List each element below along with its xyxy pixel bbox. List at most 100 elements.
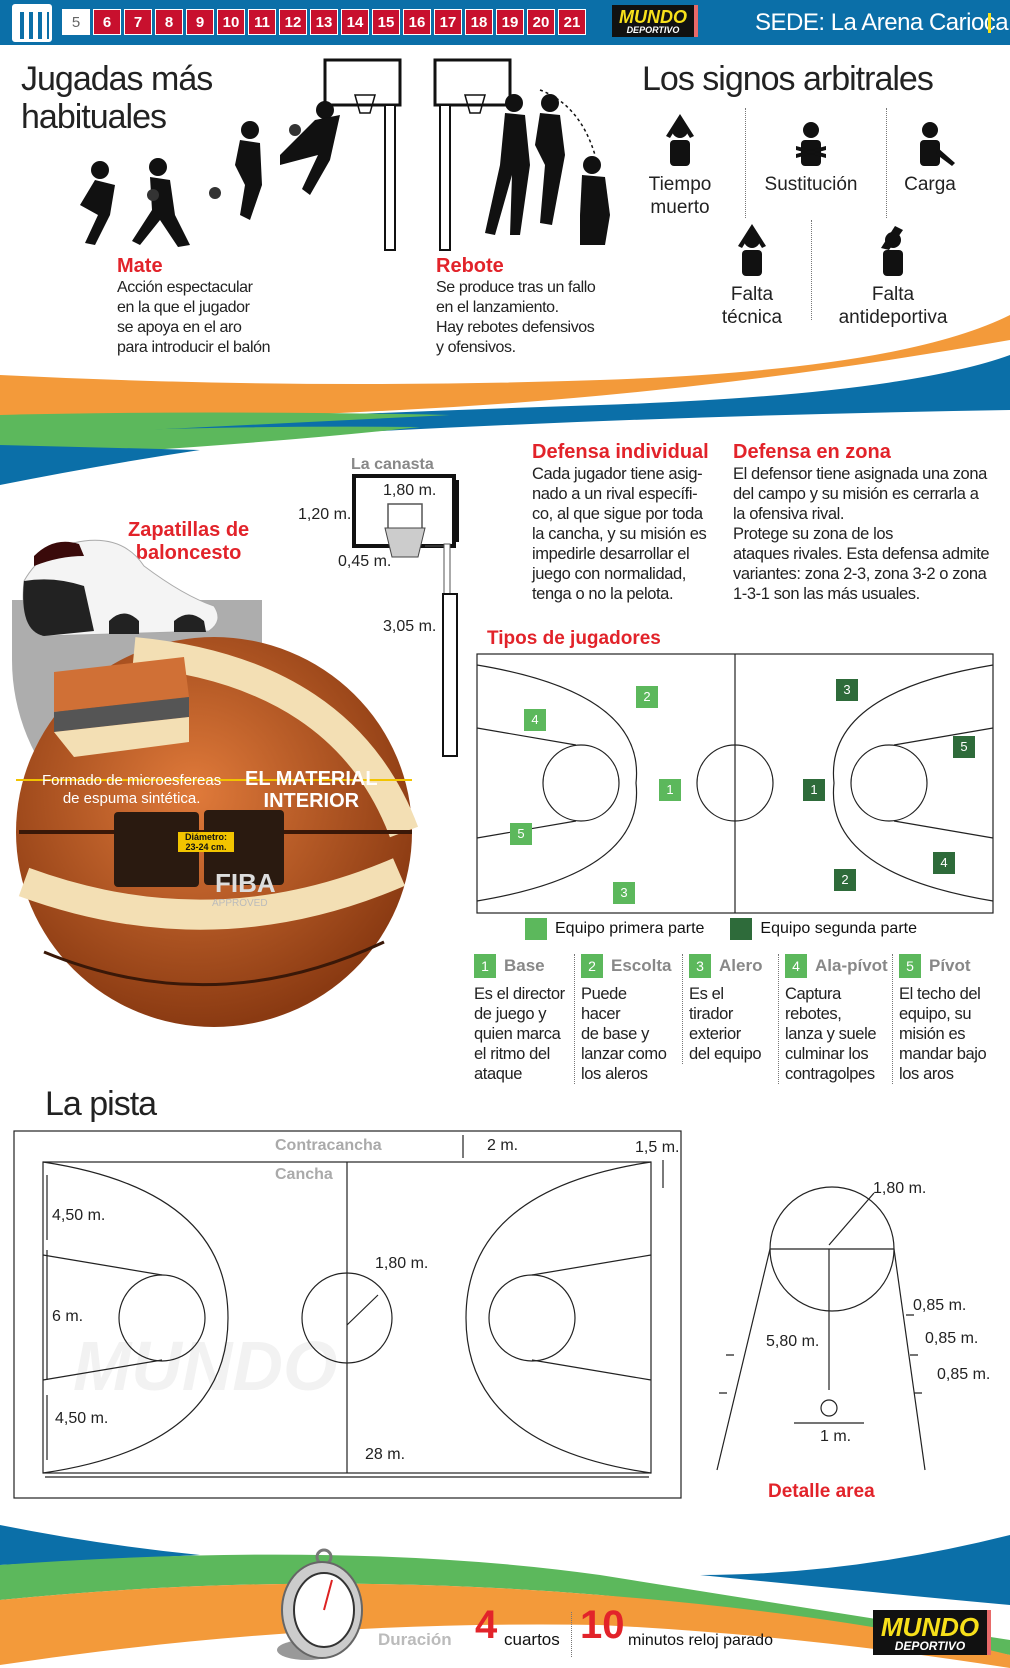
- day-20[interactable]: 20: [527, 9, 555, 35]
- venue-accent: [988, 13, 991, 33]
- day-15[interactable]: 15: [372, 9, 400, 35]
- day-17[interactable]: 17: [434, 9, 462, 35]
- text-line: rebotes,: [785, 1005, 842, 1023]
- text-line: variantes: zona 2-3, zona 3-2 o zona: [733, 565, 987, 583]
- day-12[interactable]: 12: [279, 9, 307, 35]
- area-depth-label: 5,80 m.: [766, 1333, 820, 1350]
- day-5[interactable]: 5: [62, 9, 90, 35]
- basket-hoops: [323, 58, 596, 251]
- area-circle-label: 1,80 m.: [873, 1180, 927, 1197]
- day-11[interactable]: 11: [248, 9, 276, 35]
- center-circle-label: 1,80 m.: [375, 1255, 429, 1272]
- dimension-label: 4,50 m.: [52, 1207, 106, 1224]
- diameter-label: Diámetro:: [184, 832, 227, 842]
- signal-item: Carga: [860, 108, 1000, 196]
- day-19[interactable]: 19: [496, 9, 524, 35]
- basket-title: La canasta: [351, 456, 434, 473]
- defense-text: Cada jugador tiene asig-nado a un rival …: [532, 464, 709, 604]
- fiba-approved: APPROVED: [212, 898, 268, 909]
- side-margin-label: 1,5 m.: [635, 1139, 680, 1156]
- text-line: los aleros: [581, 1065, 648, 1083]
- plays-illustration: [80, 58, 610, 251]
- signal-label: Sustitución: [764, 174, 858, 195]
- text-line: de base y: [581, 1025, 649, 1043]
- venue-label: SEDE: La Arena Carioca: [755, 9, 1009, 36]
- text-line: El defensor tiene asignada una zona: [733, 465, 987, 483]
- logo-top: MUNDO: [619, 7, 687, 27]
- position-number: 3: [689, 954, 711, 978]
- text-line: hacer: [581, 1005, 621, 1023]
- court-lines: [476, 653, 994, 914]
- signal-label: Falta: [730, 284, 774, 305]
- text-line: misión es: [899, 1025, 966, 1043]
- signal-item: Sustitución: [741, 108, 881, 196]
- diameter-value: 23-24 cm.: [185, 842, 227, 852]
- legend: Equipo primera parte Equipo segunda part…: [525, 918, 917, 940]
- substitution-signal-icon: [796, 122, 826, 166]
- text-line: impedirle desarrollar el: [532, 545, 690, 563]
- plays-title-line1: Jugadas más: [21, 60, 213, 98]
- team1-player-marker: 5: [510, 823, 532, 845]
- position-name: Ala-pívot: [815, 956, 888, 975]
- logo-bottom: DEPORTIVO: [626, 25, 680, 35]
- text-line: tenga o no la pelota.: [532, 585, 674, 603]
- text-line: del campo y su misión es cerrarla a: [733, 485, 979, 503]
- text-line: los aros: [899, 1065, 954, 1083]
- text-line: lanzar como: [581, 1045, 667, 1063]
- basket-width-label: 1,80 m.: [383, 482, 437, 499]
- day-21[interactable]: 21: [558, 9, 586, 35]
- position-number: 5: [899, 954, 921, 978]
- team1-player-marker: 1: [659, 779, 681, 801]
- day-6[interactable]: 6: [93, 9, 121, 35]
- legend-team2: Equipo segunda parte: [760, 920, 917, 937]
- day-14[interactable]: 14: [341, 9, 369, 35]
- defense-individual: Defensa individual Cada jugador tiene as…: [532, 441, 709, 604]
- text-line: de juego y: [474, 1005, 547, 1023]
- quarters-label: cuartos: [504, 1630, 560, 1649]
- team1-player-marker: 2: [636, 686, 658, 708]
- fiba-brand: FIBA: [215, 868, 276, 898]
- court-diagram: MUNDO: [13, 1130, 682, 1499]
- team2-player-marker: 3: [836, 679, 858, 701]
- decorative-wave-bottom: [0, 1525, 1010, 1668]
- position-name: Escolta: [611, 956, 672, 975]
- day-9[interactable]: 9: [186, 9, 214, 35]
- plays-title: Jugadas más habituales: [21, 60, 213, 136]
- quarters-value: 4: [475, 1603, 498, 1647]
- calendar-icon[interactable]: [12, 4, 52, 42]
- watermark: MUNDO: [73, 1327, 337, 1405]
- day-10[interactable]: 10: [217, 9, 245, 35]
- signal-label: Carga: [904, 174, 956, 195]
- text-line: se apoya en el aro: [117, 319, 242, 336]
- text-line: Se produce tras un fallo: [436, 279, 596, 296]
- defense-text: El defensor tiene asignada una zona del c…: [733, 464, 990, 604]
- mundo-deportivo-logo[interactable]: MUNDO DEPORTIVO: [612, 5, 698, 37]
- stopwatch-icon: [277, 1548, 363, 1660]
- day-18[interactable]: 18: [465, 9, 493, 35]
- play-name: Rebote: [436, 255, 504, 277]
- footer-logo[interactable]: MUNDO DEPORTIVO: [873, 1610, 991, 1655]
- defense-title: Defensa individual: [532, 441, 709, 463]
- day-16[interactable]: 16: [403, 9, 431, 35]
- signal-label: técnica: [721, 307, 783, 328]
- diameter-badge: Diámetro:23-24 cm.: [178, 832, 234, 852]
- text-line: para introducir el balón: [117, 339, 271, 356]
- basketball-shoe-image: [22, 539, 219, 637]
- position-number: 2: [581, 954, 603, 978]
- text-line: Acción espectacular: [117, 279, 253, 296]
- text-line: Puede: [581, 985, 627, 1003]
- cancha-label: Cancha: [275, 1166, 333, 1183]
- team2-player-marker: 4: [933, 852, 955, 874]
- day-8[interactable]: 8: [155, 9, 183, 35]
- text-line: quien marca: [474, 1025, 561, 1043]
- day-13[interactable]: 13: [310, 9, 338, 35]
- day-7[interactable]: 7: [124, 9, 152, 35]
